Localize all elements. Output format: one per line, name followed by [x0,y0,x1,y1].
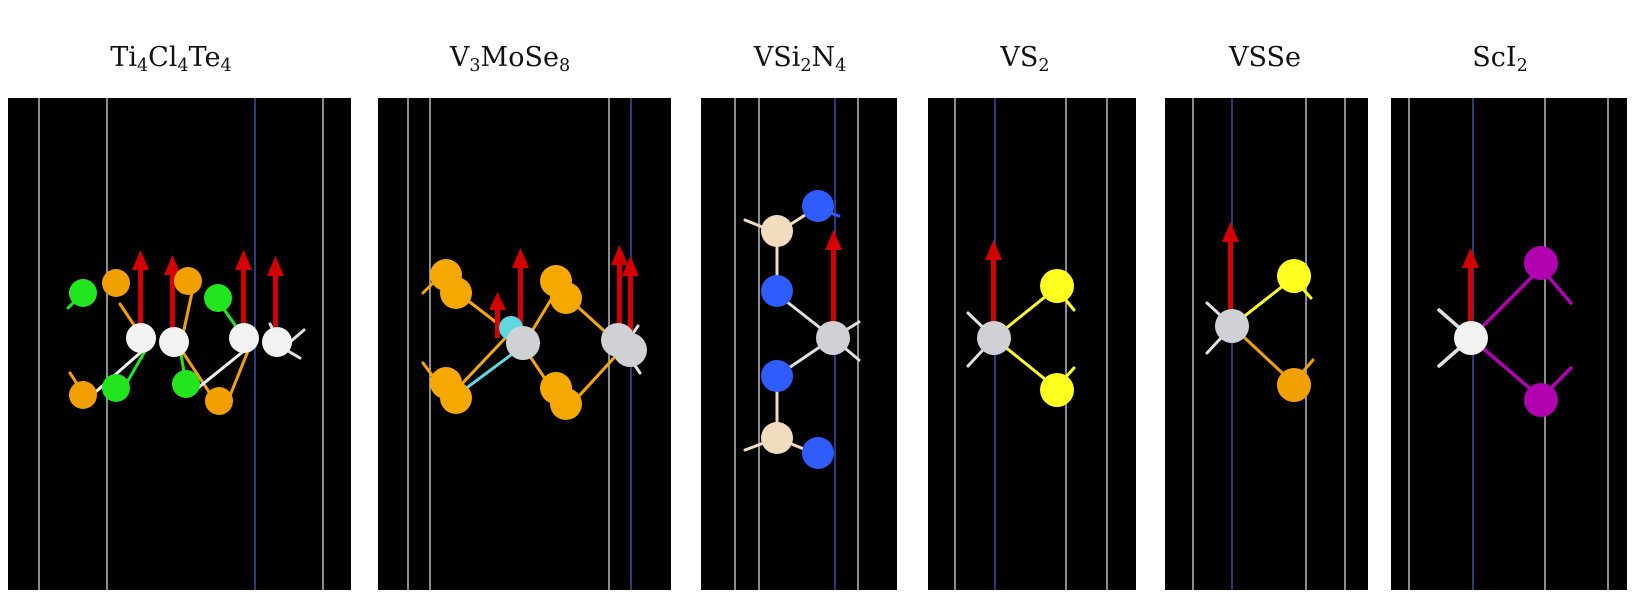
formula-element: Cl [148,42,178,73]
atom-chlorine [204,284,232,312]
bond [456,331,512,390]
formula-element: Te [188,42,221,73]
atom-vanadium [1215,309,1249,343]
atom-sulfur [1277,259,1311,293]
spin-arrow-shaft [138,268,143,338]
formula-element: V [449,42,470,73]
formula-subscript: 4 [177,55,189,76]
atom-tellurium [205,387,233,415]
spin-arrow-head [235,250,252,270]
atom-chlorine [172,370,200,398]
formula-subscript: 3 [469,55,481,76]
atom-chlorine [102,374,130,402]
formula-subscript: 2 [1516,55,1528,76]
atom-titanium [229,323,259,353]
formula-subscript: 4 [835,55,847,76]
atom-sulfur [1040,373,1074,407]
atom-nitrogen [761,360,793,392]
panel-title-vsse: VSSe [1185,42,1345,73]
atom-tellurium [102,269,130,297]
panel-title-vsi2n4: VSi2N4 [700,42,900,76]
formula-element: Ti [110,42,137,73]
spin-arrow-shaft [495,308,500,338]
atom-nitrogen [802,437,834,469]
spin-arrow-head [132,250,149,270]
formula-element: ScI [1472,42,1517,73]
formula-element: VS [1000,42,1039,73]
structure-panel-ti4cl4te4 [8,98,351,590]
atom-sulfur [1040,269,1074,303]
panel-title-ti4cl4te4: Ti4Cl4Te4 [62,42,280,76]
spin-arrow-head [489,292,506,310]
spin-arrow-head [825,230,842,250]
spin-arrow-shaft [273,274,278,342]
atom-selenium [550,282,582,314]
atom-iodine [1524,246,1558,280]
atom-nitrogen [761,275,793,307]
spin-arrow-shaft [170,273,175,338]
structure-view-vsse [1192,98,1346,590]
spin-arrow-head [985,240,1002,260]
atom-scandium [1454,321,1488,355]
formula-element: VSSe [1229,42,1301,73]
spin-arrow-shaft [991,258,996,336]
spin-arrow-head [267,256,284,276]
spin-arrow-shaft [1468,266,1473,336]
structure-panel-vsi2n4 [701,98,897,590]
atom-vanadium [506,326,540,360]
formula-subscript: 4 [136,55,149,76]
atom-vanadium [613,333,647,367]
atom-nitrogen [802,190,834,222]
structure-view-vsi2n4 [734,98,861,590]
atom-vanadium [816,321,850,355]
spin-arrow-shaft [617,263,622,343]
spin-arrow-shaft [518,266,523,341]
formula-subscript: 2 [1038,55,1050,76]
atom-titanium [262,327,292,357]
spin-arrow-head [512,248,529,268]
atom-vanadium [977,321,1011,355]
spin-arrow-shaft [831,248,836,328]
atom-selenium [440,382,472,414]
structure-view-sci2 [1408,98,1609,590]
spin-arrow-head [164,255,181,275]
atom-silicon [761,422,793,454]
spin-arrow-shaft [628,274,633,344]
atom-selenium [1277,368,1311,402]
atom-titanium [126,323,156,353]
atom-tellurium [174,267,202,295]
formula-subscript: 4 [220,55,232,76]
spin-arrow-head [611,245,628,265]
atom-iodine [1524,383,1558,417]
atom-chlorine [69,279,97,307]
atom-tellurium [69,381,97,409]
atom-titanium [159,327,189,357]
atom-selenium [440,277,472,309]
spin-arrow-shaft [241,268,246,340]
formula-element: VSi [753,42,801,73]
panel-title-vs2: VS2 [945,42,1105,76]
spin-arrow-head [1222,222,1239,242]
panel-title-v3mose8: V3MoSe8 [400,42,620,76]
formula-element: N [811,42,836,73]
spin-arrow-shaft [1228,240,1233,324]
structure-view-ti4cl4te4 [38,98,324,590]
structure-panel-v3mose8 [378,98,671,590]
spin-arrow-head [622,256,639,276]
formula-subscript: 2 [800,55,812,76]
structure-view-v3mose8 [407,98,647,590]
atom-selenium [550,388,582,420]
structure-panel-sci2 [1391,98,1627,590]
formula-element: MoSe [480,42,559,73]
structure-panel-vs2 [928,98,1136,590]
panel-title-sci2: ScI2 [1420,42,1580,76]
atom-silicon [761,215,793,247]
structure-panel-vsse [1165,98,1368,590]
structure-view-vs2 [954,98,1108,590]
formula-subscript: 8 [558,55,571,76]
spin-arrow-head [1462,248,1479,268]
